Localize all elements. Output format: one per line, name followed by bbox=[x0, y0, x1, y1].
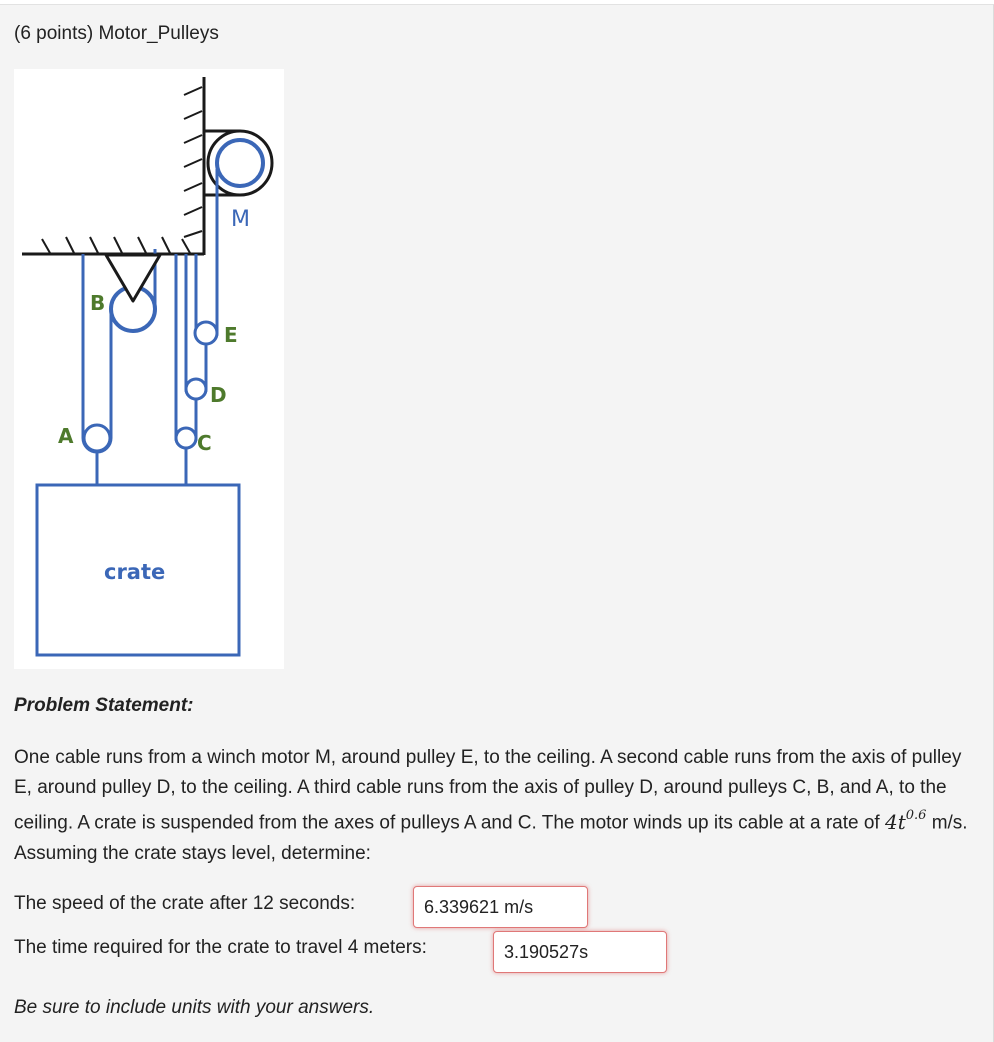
pulley-e-label: E bbox=[224, 323, 238, 347]
crate-box bbox=[35, 483, 241, 657]
question-time-label: The time required for the crate to trave… bbox=[14, 937, 427, 958]
pulley-b-support bbox=[104, 253, 162, 303]
wall-hatching bbox=[183, 86, 203, 238]
question-speed-label: The speed of the crate after 12 seconds: bbox=[14, 893, 356, 914]
pulley-diagram-svg: M bbox=[22, 77, 274, 657]
ceiling-hatching bbox=[41, 236, 191, 254]
pulley-c-label: C bbox=[197, 431, 212, 455]
pulley-c bbox=[174, 426, 198, 450]
pulley-a-label: A bbox=[58, 424, 74, 448]
problem-panel: (6 points) Motor_Pulleys bbox=[0, 4, 994, 1042]
problem-title: (6 points) Motor_Pulleys bbox=[14, 23, 219, 44]
rate-coefficient: 4t bbox=[884, 809, 906, 834]
pulley-d bbox=[184, 377, 208, 401]
pulley-d-label: D bbox=[210, 383, 227, 407]
crate-label: crate bbox=[104, 560, 165, 584]
motor-label: M bbox=[231, 207, 250, 232]
units-note: Be sure to include units with your answe… bbox=[14, 997, 375, 1018]
rate-exponent: 0.6 bbox=[905, 808, 927, 823]
statement-heading: Problem Statement: bbox=[14, 695, 194, 716]
problem-statement: One cable runs from a winch motor M, aro… bbox=[14, 743, 984, 869]
motor-drum-icon bbox=[215, 138, 265, 188]
time-answer-field[interactable]: 3.190527s bbox=[493, 931, 667, 973]
statement-text: One cable runs from a winch motor M, aro… bbox=[14, 747, 962, 834]
pulley-e bbox=[193, 320, 219, 346]
speed-answer-field[interactable]: 6.339621 m/s bbox=[413, 886, 588, 928]
pulley-diagram: M bbox=[14, 69, 284, 669]
pulley-b-label: B bbox=[90, 291, 105, 315]
rate-formula: 4t0.6 bbox=[884, 808, 927, 834]
statement-text-end: m/s. Assuming the crate stays level, det… bbox=[14, 812, 968, 864]
pulley-a bbox=[82, 423, 112, 453]
